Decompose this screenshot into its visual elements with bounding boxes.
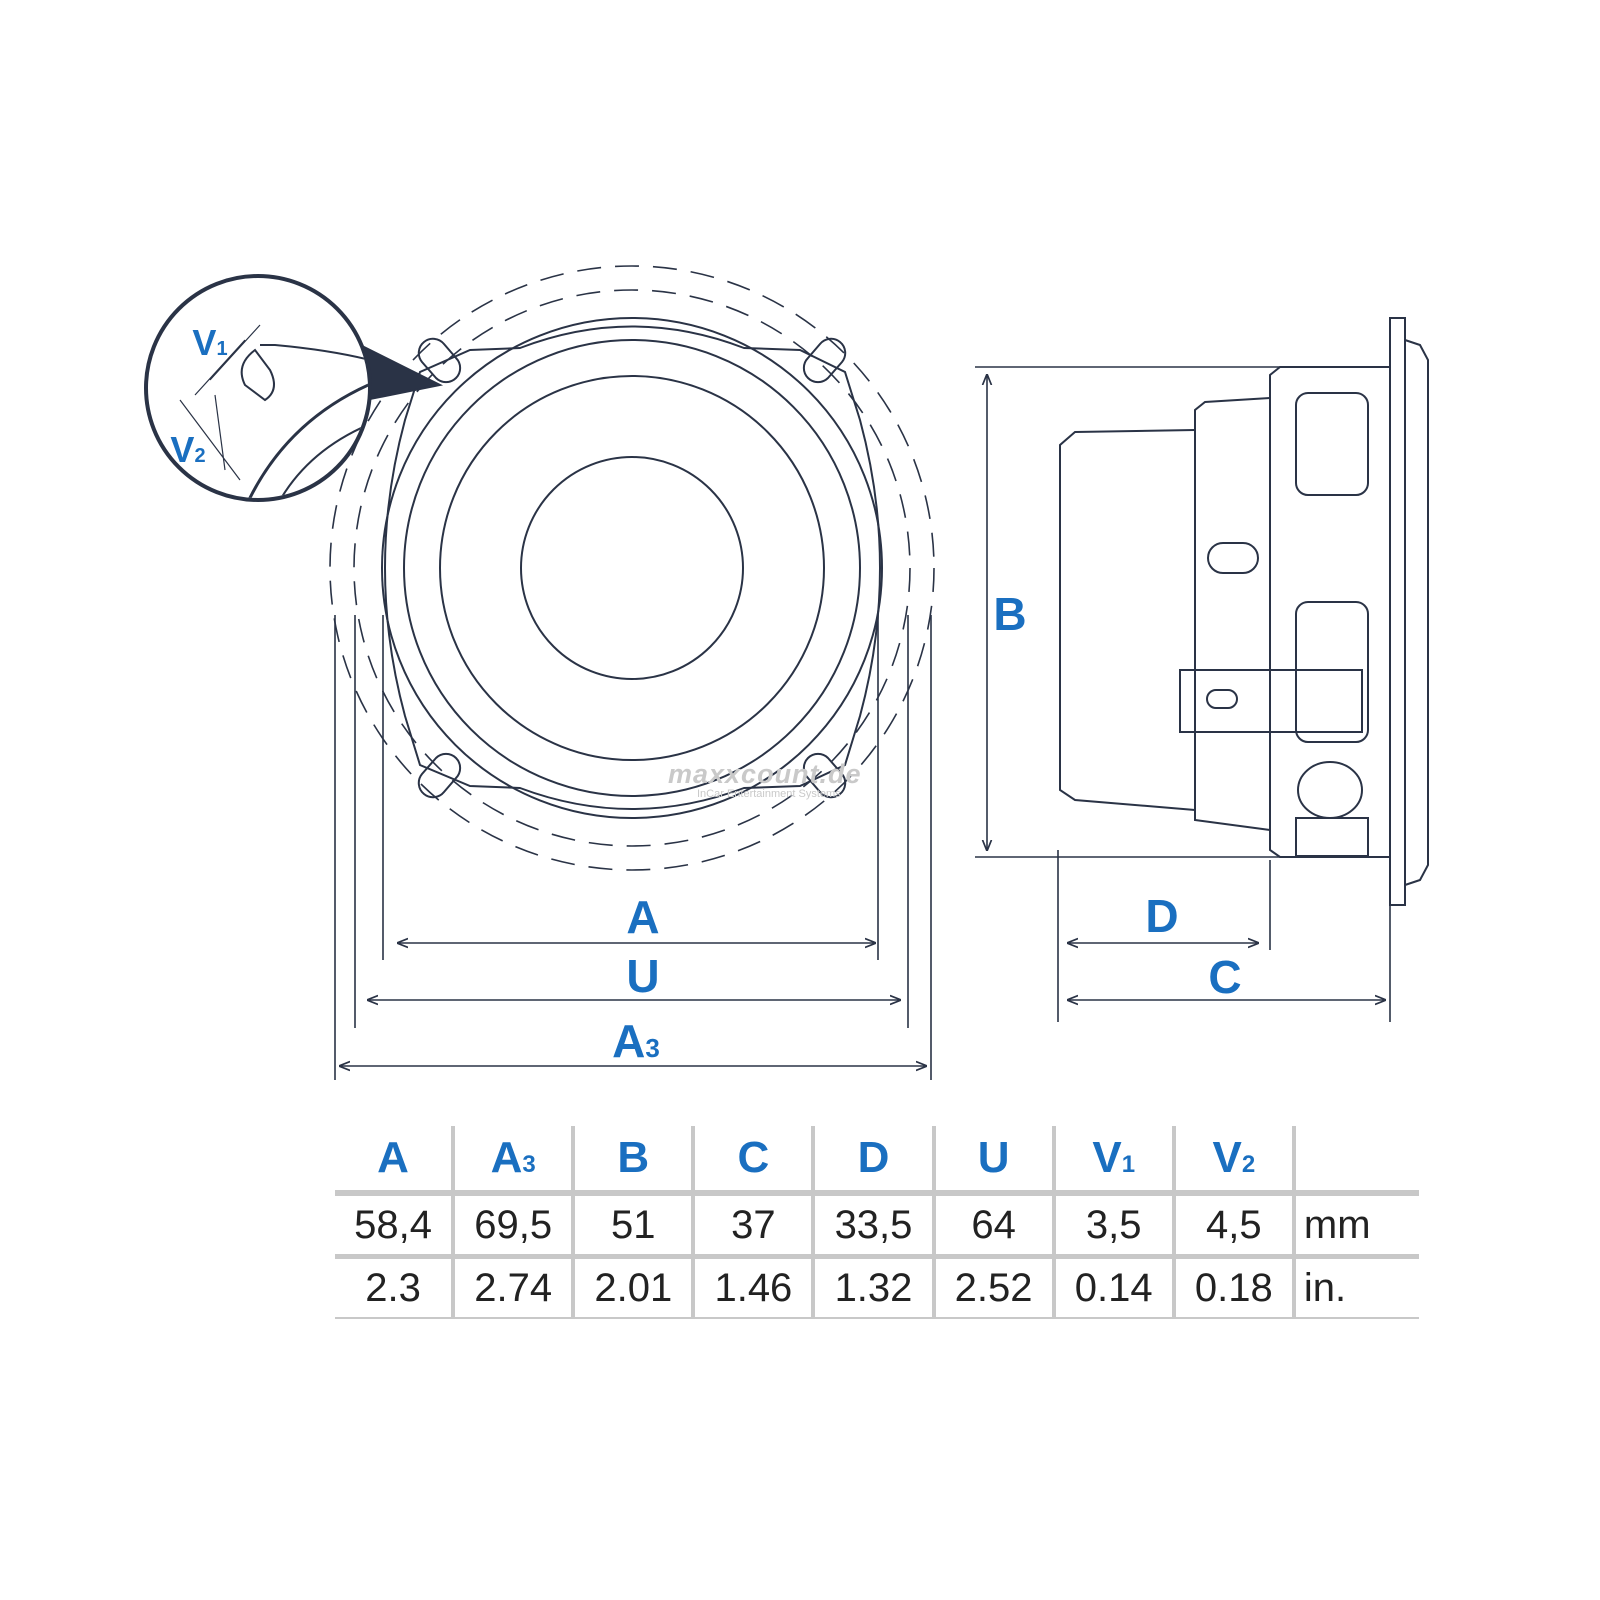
cell: 51 [571,1193,694,1259]
label-U: U [626,950,659,1002]
header-A3: A3 [451,1126,574,1196]
cell: 2.3 [335,1256,454,1319]
cutout-circle-inner [353,289,911,847]
cell: 3,5 [1051,1193,1174,1259]
header-V1: V1 [1051,1126,1174,1196]
table-header-row: A A3 B C D U V1 V2 [335,1126,1419,1196]
header-unit [1291,1126,1419,1196]
unit-mm: mm [1291,1193,1419,1259]
cell: 37 [691,1193,814,1259]
cell: 0.18 [1171,1256,1294,1319]
cutout-circle-outer [329,265,935,871]
label-D: D [1145,890,1178,942]
cell: 1.32 [811,1256,934,1319]
table-row-in: 2.3 2.74 2.01 1.46 1.32 2.52 0.14 0.18 i… [335,1256,1419,1319]
front-view [329,265,935,871]
terminal [1179,669,1363,733]
magnet [1059,429,1196,811]
cell: 4,5 [1171,1193,1294,1259]
cell: 33,5 [811,1193,934,1259]
dust-cap [520,456,744,680]
cell: 2.01 [571,1256,694,1319]
label-V2: V2 [170,429,205,470]
cell: 58,4 [335,1193,454,1259]
side-view [1059,317,1429,906]
cell: 0.14 [1051,1256,1174,1319]
header-B: B [571,1126,694,1196]
label-V1: V1 [192,322,227,363]
header-V2: V2 [1171,1126,1294,1196]
side-flange [1389,317,1406,906]
header-D: D [811,1126,934,1196]
cell: 64 [931,1193,1054,1259]
mounting-flange [384,325,881,810]
label-A: A [626,891,659,943]
header-A: A [335,1126,454,1196]
watermark-tagline: InCar Entertainment Systems [697,788,841,800]
watermark-brand: maxxcount.de [668,759,862,789]
header-U: U [931,1126,1054,1196]
basket [1269,366,1390,858]
dimension-lines [334,366,1391,1080]
dimension-table: A A3 B C D U V1 V2 58,4 69,5 51 37 33,5 … [335,1126,1419,1319]
mounting-slots [417,337,847,799]
label-A3: A3 [612,1015,660,1067]
table-row-mm: 58,4 69,5 51 37 33,5 64 3,5 4,5 mm [335,1193,1419,1259]
cone-surround [439,375,825,761]
label-B: B [993,588,1026,640]
cell: 69,5 [451,1193,574,1259]
detail-magnifier [144,274,444,502]
cell: 1.46 [691,1256,814,1319]
header-C: C [691,1126,814,1196]
cell: 2.52 [931,1256,1054,1319]
unit-in: in. [1291,1256,1419,1319]
cell: 2.74 [451,1256,574,1319]
label-C: C [1208,951,1241,1003]
